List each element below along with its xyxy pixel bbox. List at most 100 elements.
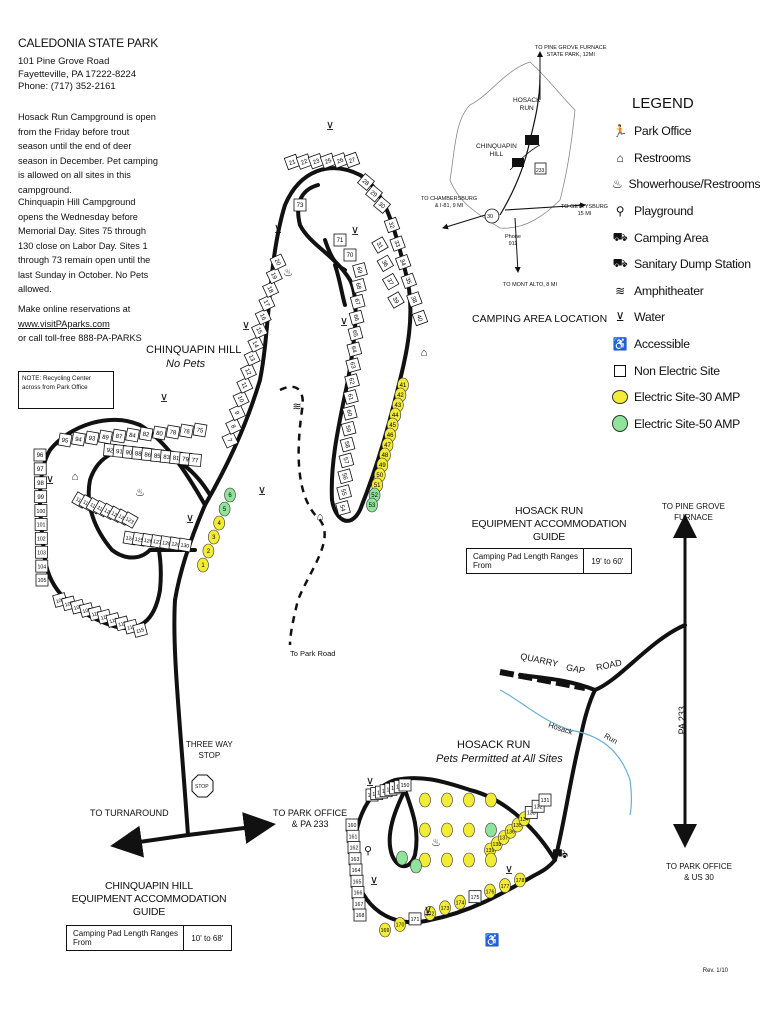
- campsite-29[interactable]: 29: [364, 184, 384, 203]
- campsite-34[interactable]: 34: [394, 253, 412, 271]
- campsite-178[interactable]: 178: [514, 872, 526, 888]
- campsite-98[interactable]: 98: [34, 476, 47, 490]
- campsite-11[interactable]: 11: [236, 376, 254, 394]
- campsite-105[interactable]: 105: [35, 573, 49, 587]
- campsite-4[interactable]: 4: [213, 515, 225, 531]
- campsite-10[interactable]: 10: [232, 390, 250, 408]
- campsite-59[interactable]: 59: [340, 420, 357, 437]
- campsite-70[interactable]: 70: [343, 248, 357, 262]
- campsite-103[interactable]: 103: [35, 545, 48, 559]
- campsite-67[interactable]: 67: [349, 293, 366, 310]
- campsite-71[interactable]: 71: [333, 233, 347, 247]
- campsite-64[interactable]: 64: [346, 341, 363, 358]
- campsite-2[interactable]: 2: [202, 543, 215, 559]
- campsite-171[interactable]: 171: [408, 912, 422, 926]
- campsite-167[interactable]: 167: [352, 897, 366, 911]
- campsite-58[interactable]: 58: [339, 436, 356, 453]
- campsite-94[interactable]: 94: [71, 431, 86, 447]
- campsite-96[interactable]: 96: [33, 448, 47, 462]
- campsite-9[interactable]: 9: [228, 404, 246, 422]
- campsite-28[interactable]: 28: [356, 172, 376, 192]
- campsite-20[interactable]: 20: [269, 253, 287, 271]
- campsite-77[interactable]: 77: [188, 453, 202, 467]
- campsite-5[interactable]: 5: [218, 501, 231, 517]
- campsite-84[interactable]: 84: [125, 427, 140, 443]
- campsite-172[interactable]: 172: [424, 906, 436, 921]
- campsite-[interactable]: [463, 822, 475, 838]
- campsite-162[interactable]: 162: [347, 841, 361, 854]
- campsite-32[interactable]: 32: [383, 216, 401, 234]
- campsite-80[interactable]: 80: [152, 425, 167, 441]
- campsite-35[interactable]: 35: [400, 272, 418, 290]
- campsite-30[interactable]: 30: [372, 195, 392, 215]
- campsite-170[interactable]: 170: [394, 917, 406, 932]
- campsite-97[interactable]: 97: [33, 462, 47, 476]
- campsite-[interactable]: [463, 792, 475, 808]
- campsite-1[interactable]: 1: [197, 557, 209, 573]
- campsite-175[interactable]: 175: [468, 890, 482, 904]
- campsite-163[interactable]: 163: [348, 852, 362, 866]
- campsite-56[interactable]: 56: [337, 468, 354, 485]
- campsite-75[interactable]: 75: [192, 422, 208, 438]
- campsite-87[interactable]: 87: [111, 428, 127, 444]
- campsite-95[interactable]: 95: [57, 432, 73, 448]
- campsite-89[interactable]: 89: [98, 429, 113, 445]
- campsite-[interactable]: [419, 822, 431, 838]
- campsite-131[interactable]: 131: [538, 793, 552, 807]
- campsite-161[interactable]: 161: [346, 829, 360, 843]
- campsite-69[interactable]: 69: [352, 262, 368, 278]
- campsite-62[interactable]: 62: [344, 373, 360, 389]
- campsite-[interactable]: [396, 850, 408, 866]
- campsite-173[interactable]: 173: [439, 900, 451, 916]
- campsite-12[interactable]: 12: [239, 363, 257, 381]
- campsite-[interactable]: [419, 852, 431, 868]
- campsite-38[interactable]: 38: [406, 291, 423, 308]
- campsite-[interactable]: [485, 852, 497, 868]
- campsite-176[interactable]: 176: [484, 883, 496, 899]
- campsite-78[interactable]: 78: [165, 424, 181, 440]
- campsite-33[interactable]: 33: [389, 235, 406, 252]
- campsite-165[interactable]: 165: [350, 874, 364, 888]
- campsite-66[interactable]: 66: [348, 309, 365, 326]
- campsite-123[interactable]: 123: [121, 511, 139, 529]
- campsite-[interactable]: [410, 858, 422, 874]
- campsite-17[interactable]: 17: [258, 294, 276, 312]
- campsite-160[interactable]: 160: [345, 818, 359, 832]
- campsite-3[interactable]: 3: [208, 529, 220, 545]
- campsite-101[interactable]: 101: [34, 518, 48, 531]
- campsite-37[interactable]: 37: [381, 272, 400, 291]
- campsite-19[interactable]: 19: [265, 267, 283, 285]
- campsite-100[interactable]: 100: [34, 504, 48, 517]
- campsite-18[interactable]: 18: [262, 280, 280, 298]
- campsite-102[interactable]: 102: [34, 531, 48, 545]
- campsite-115[interactable]: 115: [132, 622, 148, 638]
- campsite-130[interactable]: 130: [177, 537, 193, 553]
- campsite-65[interactable]: 65: [347, 325, 364, 342]
- campsite-164[interactable]: 164: [349, 863, 363, 877]
- campsite-68[interactable]: 68: [351, 278, 367, 294]
- campsite-7[interactable]: 7: [221, 431, 239, 449]
- campsite-76[interactable]: 76: [179, 423, 194, 439]
- campsite-53[interactable]: 53: [366, 497, 378, 513]
- campsite-177[interactable]: 177: [499, 878, 511, 893]
- campsite-[interactable]: [463, 852, 475, 868]
- campsite-57[interactable]: 57: [338, 452, 355, 469]
- campsite-[interactable]: [485, 822, 497, 838]
- campsite-93[interactable]: 93: [84, 430, 100, 446]
- campsite-[interactable]: [441, 792, 453, 808]
- campsite-[interactable]: [485, 792, 497, 808]
- campsite-60[interactable]: 60: [341, 404, 358, 421]
- campsite-168[interactable]: 168: [353, 908, 367, 922]
- campsite-13[interactable]: 13: [243, 349, 261, 367]
- campsite-21[interactable]: 21: [283, 153, 301, 171]
- campsite-54[interactable]: 54: [335, 500, 351, 516]
- campsite-166[interactable]: 166: [351, 886, 365, 899]
- campsite-99[interactable]: 99: [34, 490, 48, 504]
- campsite-150[interactable]: 150: [398, 778, 412, 792]
- campsite-61[interactable]: 61: [343, 389, 359, 405]
- campsite-[interactable]: [441, 852, 453, 868]
- campsite-8[interactable]: 8: [225, 417, 243, 435]
- campsite-104[interactable]: 104: [35, 559, 49, 573]
- campsite-31[interactable]: 31: [371, 236, 389, 254]
- campsite-16[interactable]: 16: [254, 308, 272, 326]
